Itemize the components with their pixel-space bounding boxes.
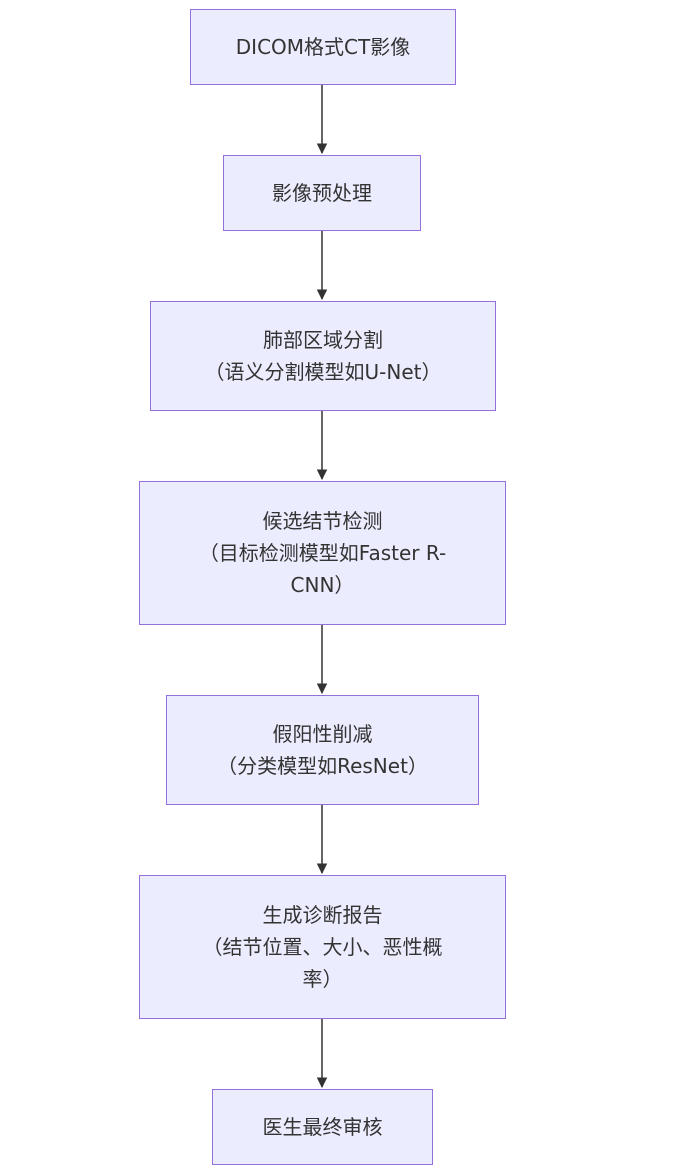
node-text-line: 影像预处理: [272, 181, 372, 205]
node-dicom-ct-image: DICOM格式CT影像: [190, 9, 456, 85]
node-label: 候选结节检测 （目标检测模型如Faster R- CNN）: [199, 505, 446, 601]
node-text-line: 假阳性削减: [272, 722, 373, 746]
node-text-line: 生成诊断报告: [262, 903, 383, 927]
node-text-line: （结节位置、大小、恶性概: [202, 935, 443, 959]
node-label: 假阳性削减 （分类模型如ResNet）: [217, 718, 428, 782]
node-text-line: DICOM格式CT影像: [235, 35, 411, 59]
node-text-line: （目标检测模型如Faster R-: [198, 541, 447, 565]
node-label: 肺部区域分割 （语义分割模型如U-Net）: [205, 324, 442, 388]
node-text-line: （语义分割模型如U-Net）: [204, 360, 442, 384]
node-doctor-final-review: 医生最终审核: [212, 1089, 433, 1165]
node-text-line: 率）: [302, 967, 343, 991]
node-text-line: 医生最终审核: [262, 1115, 383, 1139]
node-lung-segmentation: 肺部区域分割 （语义分割模型如U-Net）: [150, 301, 496, 411]
node-text-line: （分类模型如ResNet）: [217, 754, 428, 778]
node-text-line: CNN）: [290, 573, 355, 597]
node-text-line: 候选结节检测: [262, 509, 383, 533]
node-false-positive-reduction: 假阳性削减 （分类模型如ResNet）: [166, 695, 479, 805]
node-text-line: 肺部区域分割: [263, 328, 383, 352]
node-label: 影像预处理: [272, 177, 372, 209]
node-label: 生成诊断报告 （结节位置、大小、恶性概 率）: [203, 899, 443, 995]
node-label: DICOM格式CT影像: [236, 31, 410, 63]
node-image-preprocessing: 影像预处理: [223, 155, 421, 231]
node-label: 医生最终审核: [263, 1111, 383, 1143]
node-candidate-nodule-detection: 候选结节检测 （目标检测模型如Faster R- CNN）: [139, 481, 506, 625]
node-generate-report: 生成诊断报告 （结节位置、大小、恶性概 率）: [139, 875, 506, 1019]
